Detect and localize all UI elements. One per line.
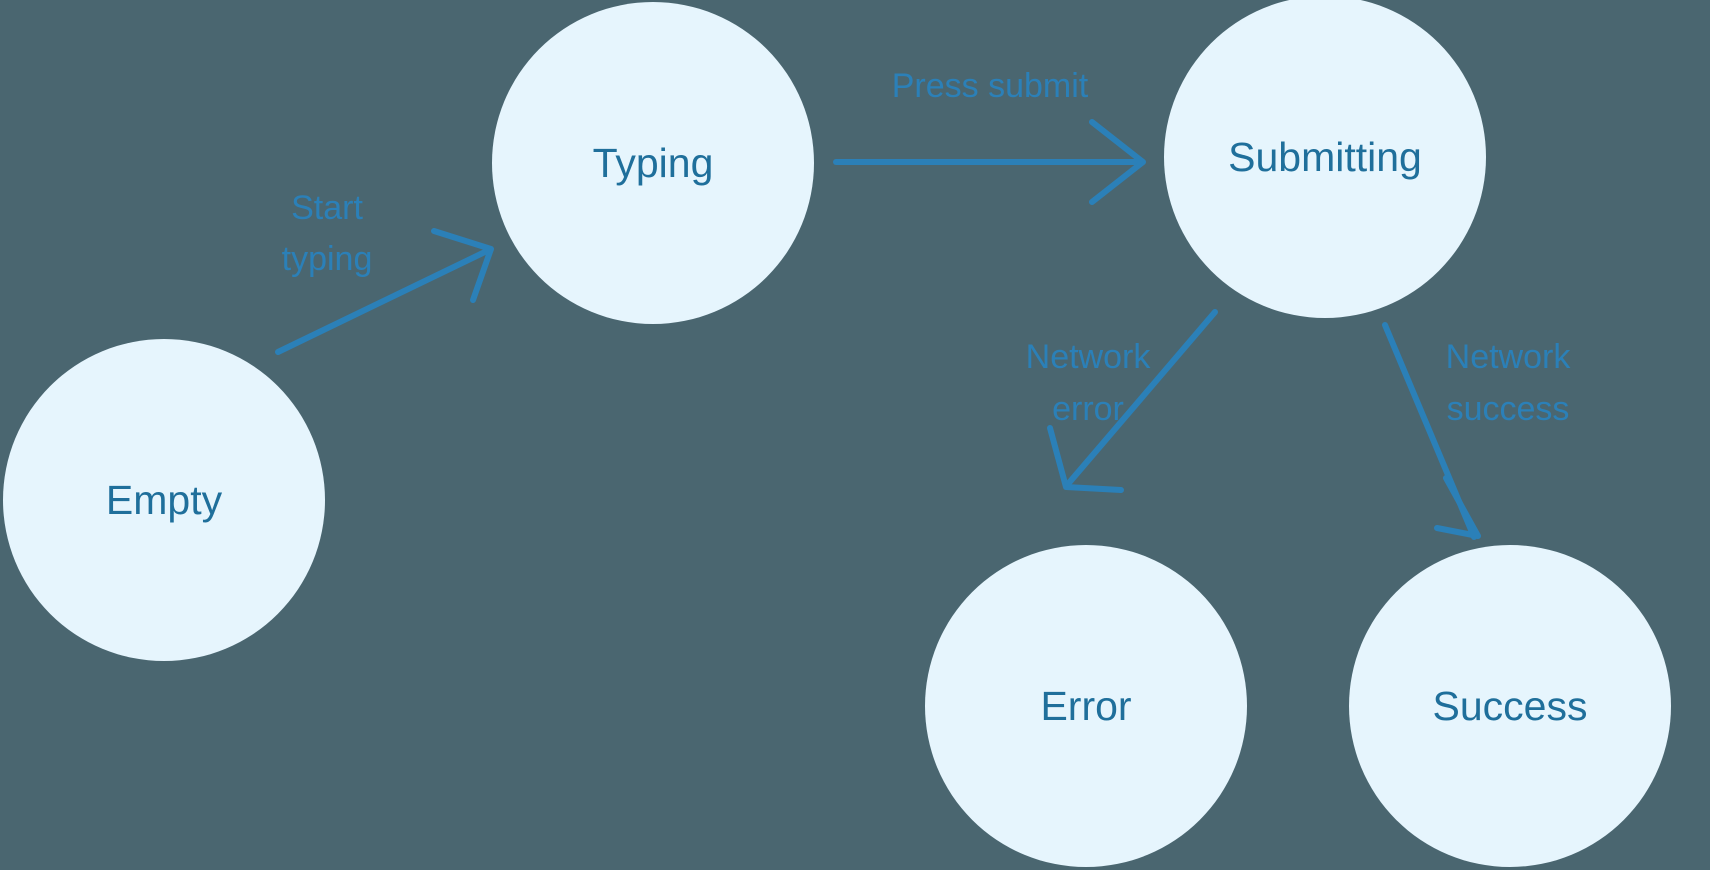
edge-label-network-success: Network success bbox=[1446, 338, 1572, 428]
edge-empty-to-typing-line bbox=[275, 247, 492, 355]
edge-typing-to-submitting-arrowhead bbox=[1089, 119, 1146, 205]
edge-submitting-to-success-arrowhead bbox=[1434, 475, 1481, 539]
state-node-typing-circle[interactable] bbox=[492, 2, 814, 324]
edge-submitting-to-error-arrowhead bbox=[1047, 425, 1124, 493]
state-node-success-circle[interactable] bbox=[1349, 545, 1671, 867]
state-node-error-circle[interactable] bbox=[925, 545, 1247, 867]
state-node-empty-circle[interactable] bbox=[3, 339, 325, 661]
state-node-typing[interactable]: Typing bbox=[492, 2, 814, 324]
edge-label-network-error: Network error bbox=[1026, 338, 1152, 428]
edge-label-start-typing-line2: typing bbox=[282, 240, 373, 278]
state-node-submitting-circle[interactable] bbox=[1164, 0, 1486, 318]
edge-submitting-to-success bbox=[1382, 322, 1481, 540]
state-node-empty-label: Empty bbox=[106, 477, 223, 523]
state-node-success[interactable]: Success bbox=[1349, 545, 1671, 867]
state-node-success-label: Success bbox=[1433, 683, 1588, 729]
edge-label-network-success-line1: Network bbox=[1446, 338, 1572, 376]
edge-label-network-success-line2: success bbox=[1447, 390, 1570, 428]
edge-label-start-typing-line1: Start bbox=[291, 189, 363, 227]
edge-empty-to-typing bbox=[275, 228, 494, 355]
edge-label-network-error-line1: Network bbox=[1026, 338, 1152, 376]
edge-label-press-submit-line1: Press submit bbox=[892, 67, 1089, 105]
state-node-submitting[interactable]: Submitting bbox=[1164, 0, 1486, 318]
edge-submitting-to-error-line bbox=[1065, 309, 1218, 487]
state-node-empty[interactable]: Empty bbox=[3, 339, 325, 661]
edge-submitting-to-error bbox=[1047, 309, 1218, 493]
edge-label-start-typing: Start typing bbox=[282, 189, 373, 278]
edge-label-press-submit: Press submit bbox=[892, 67, 1089, 105]
state-node-submitting-label: Submitting bbox=[1228, 134, 1422, 180]
state-node-error[interactable]: Error bbox=[925, 545, 1247, 867]
edge-label-network-error-line2: error bbox=[1052, 390, 1124, 428]
edge-empty-to-typing-arrowhead bbox=[431, 228, 494, 303]
state-node-typing-label: Typing bbox=[593, 140, 714, 186]
state-node-error-label: Error bbox=[1040, 683, 1131, 729]
edge-typing-to-submitting bbox=[833, 119, 1146, 205]
